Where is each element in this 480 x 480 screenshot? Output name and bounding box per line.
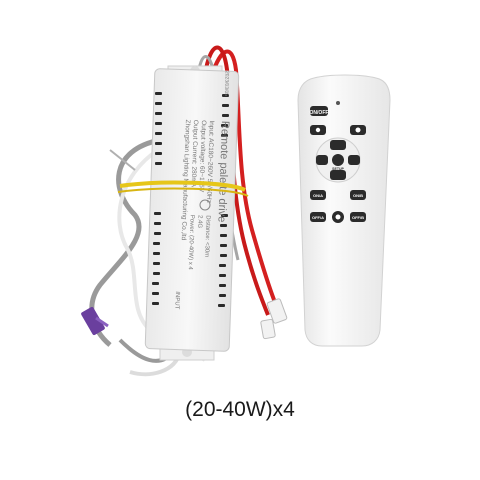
remote-right-button[interactable] (348, 155, 360, 165)
remote-off-a-button[interactable] (310, 212, 326, 222)
moon-icon (355, 127, 361, 133)
driver-vents (152, 92, 229, 307)
led-driver: Remote palette drive Input: AC180~260V 5… (117, 65, 249, 361)
driver-label: Remote palette drive Input: AC180~260V 5… (173, 71, 231, 310)
remote-led (336, 101, 340, 105)
driver-date-code: 2023/03/05 (223, 71, 230, 96)
wireless-logo-icon (199, 199, 211, 211)
driver-line-4: Zhongshan Lighting Manufacturing Co.,ltd (180, 119, 191, 240)
output-connector-1 (266, 298, 288, 324)
remote-off-b-label: OFF/B (352, 215, 364, 220)
driver-input-label: INPUT (173, 291, 180, 310)
remote-body (297, 74, 391, 347)
red-wire-1 (210, 49, 278, 306)
wire-tip-left (109, 149, 136, 171)
remote-on-b-button[interactable] (350, 190, 366, 200)
remote-on-a-label: ON/A (313, 193, 323, 198)
remote-setup-label: SETUP (332, 167, 344, 171)
driver-spec-1: Distance: <30m (203, 215, 210, 257)
remote-left-button[interactable] (316, 155, 328, 165)
remote-on-a-button[interactable] (310, 190, 326, 200)
driver-spec-2: 2.4G (196, 215, 202, 229)
product-caption: (20-40W)x4 (185, 398, 295, 421)
remote-up-button[interactable] (330, 140, 346, 150)
remote-onoff-label: ON/OFF (310, 110, 329, 116)
remote-control: ON/OFF SETUP ON/A ON/B OFF/A (297, 74, 391, 347)
yellow-band-edge (117, 187, 249, 197)
remote-off-b-button[interactable] (350, 212, 366, 222)
mode-icon (335, 214, 341, 220)
driver-line-1: Input: AC180~260V 50/60Hz (205, 120, 215, 203)
driver-title: Remote palette drive (215, 121, 231, 223)
sun-icon (315, 127, 321, 133)
remote-setup-button[interactable] (332, 154, 344, 166)
remote-onoff-button[interactable] (310, 106, 328, 116)
driver-line-3: Output Current: 280mA (190, 120, 199, 188)
remote-on-b-label: ON/B (353, 193, 363, 198)
remote-off-a-label: OFF/A (312, 215, 324, 220)
output-connector-2 (260, 318, 276, 340)
driver-line-2: Output voltage: 60~135V (197, 120, 207, 193)
purple-connector (81, 306, 109, 336)
driver-case (144, 68, 240, 352)
driver-spec-3: Power: (20-40W) x 4 (187, 215, 195, 271)
remote-down-button[interactable] (330, 170, 346, 180)
yellow-band (119, 180, 246, 192)
